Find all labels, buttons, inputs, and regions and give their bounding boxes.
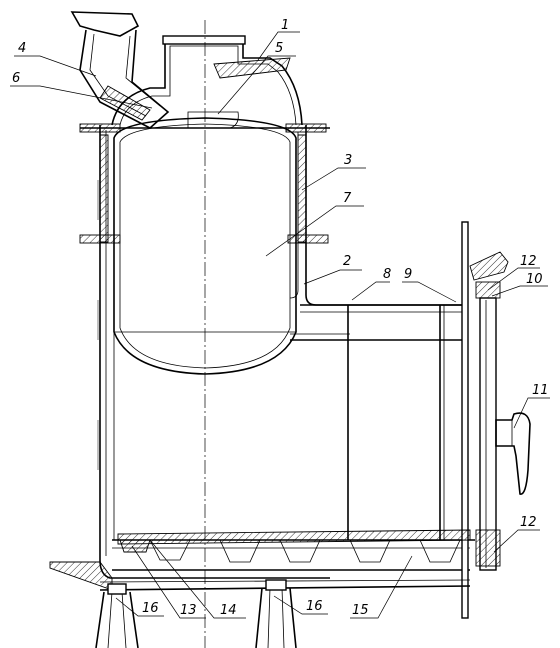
callout-16-left: 16	[142, 601, 159, 616]
callout-16-middle: 16	[306, 599, 323, 614]
callout-1: 1	[281, 18, 289, 33]
callouts: 1 5 4 6 3 7 2 8 9 12 10 11 12	[10, 18, 550, 619]
water-tank	[99, 117, 307, 375]
flange-middle	[79, 234, 329, 244]
grate-assembly	[117, 529, 471, 563]
callout-8: 8	[383, 267, 391, 282]
callout-15: 15	[352, 603, 369, 618]
callout-9: 9	[404, 267, 412, 282]
callout-13: 13	[180, 603, 197, 618]
base-and-legs	[49, 561, 471, 648]
callout-10: 10	[526, 272, 543, 287]
callout-7: 7	[343, 191, 352, 206]
callout-11: 11	[532, 383, 549, 398]
door-assembly	[347, 221, 531, 619]
callout-2: 2	[343, 254, 351, 269]
callout-5: 5	[275, 41, 283, 56]
furnace-body	[97, 125, 475, 579]
callout-4: 4	[18, 41, 26, 56]
callout-12-upper: 12	[520, 254, 537, 269]
callout-6: 6	[12, 71, 20, 86]
fill-pipe	[70, 11, 170, 129]
top-dome	[111, 35, 303, 129]
callout-14: 14	[220, 603, 237, 618]
callout-3: 3	[344, 153, 352, 168]
callout-12-lower: 12	[520, 515, 537, 530]
